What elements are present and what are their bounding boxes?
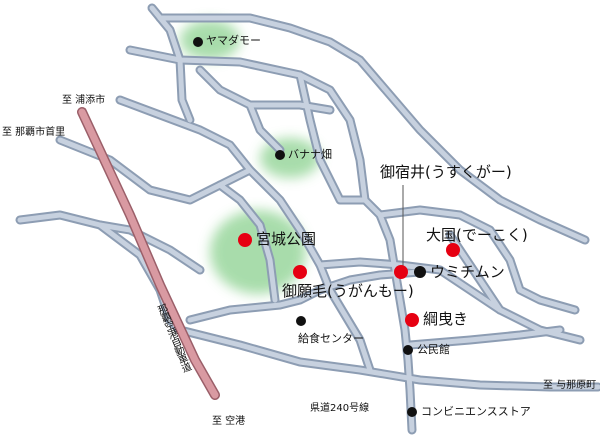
label-tsunahiki: 綱曳き — [423, 310, 469, 328]
label-ushuku-gaa: 御宿井(うすくがー) — [380, 163, 512, 181]
park-miyagi — [210, 210, 306, 294]
road-network — [15, 3, 600, 435]
label-to-airport: 至 空港 — [212, 416, 246, 427]
marker-umichimun — [414, 266, 426, 278]
label-banana: バナナ畑 — [288, 148, 332, 161]
marker-kyushoku — [296, 316, 306, 326]
label-to-yonabaru: 至 与那原町 — [543, 380, 597, 391]
marker-deekoku — [446, 243, 460, 257]
marker-conveni — [407, 407, 417, 417]
label-ugan-mo: 御願毛(うがんもー) — [282, 282, 414, 300]
marker-tsunahiki — [405, 313, 419, 327]
marker-miyagi-park — [238, 233, 252, 247]
label-miyagi-park: 宮城公園 — [256, 230, 317, 248]
marker-ugan-mo — [293, 265, 307, 279]
label-yamadamo: ヤマダモー — [206, 34, 261, 47]
marker-ushuku-gaa — [394, 265, 408, 279]
label-to-urasoe: 至 浦添市 — [62, 95, 106, 106]
park-yamadamo — [180, 20, 240, 60]
label-deekoku: 大国(でーこく) — [426, 226, 528, 244]
label-kyushoku: 給食センター — [298, 332, 364, 345]
label-to-naha-shuri: 至 那覇市首里 — [2, 127, 66, 138]
marker-yamadamo — [193, 37, 203, 47]
marker-kominkan — [403, 345, 413, 355]
marker-banana — [275, 150, 285, 160]
label-umichimun: ウミチムン — [430, 263, 505, 281]
label-route-240: 県道240号線 — [310, 403, 370, 414]
label-kominkan: 公民館 — [417, 343, 450, 356]
label-conveni: コンビニエンスストア — [421, 405, 531, 418]
expressway-line — [77, 107, 220, 400]
